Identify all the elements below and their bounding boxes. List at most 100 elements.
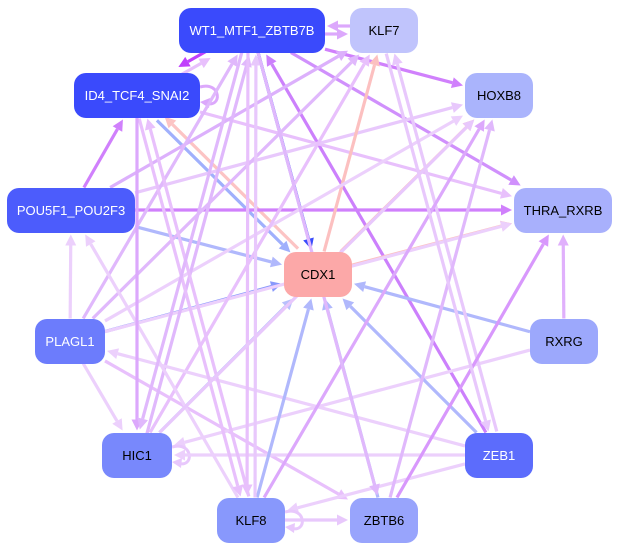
edge-KLF7-to-WT1_MTF1_ZBTB7B — [327, 20, 350, 32]
node-zeb1[interactable]: ZEB1 — [465, 432, 533, 478]
node-label: POU5F1_POU2F3 — [16, 202, 126, 218]
node-id4-tcf4-snai2[interactable]: ID4_TCF4_SNAI2 — [74, 72, 200, 118]
node-label: ID4_TCF4_SNAI2 — [84, 87, 190, 103]
arrowhead — [164, 116, 177, 129]
arrowhead — [369, 54, 380, 67]
arrowhead — [462, 119, 475, 132]
edge-ZBTB6-to-HOXB8 — [388, 119, 495, 498]
arrowhead — [144, 118, 156, 131]
edge-ID4_TCF4_SNAI2-to-HIC1 — [131, 117, 143, 431]
arrowhead — [178, 56, 191, 68]
arrowhead — [499, 221, 512, 232]
arrowhead — [112, 119, 123, 132]
edge-WT1_MTF1_ZBTB7B-to-KLF7 — [325, 28, 348, 40]
edge-WT1_MTF1_ZBTB7B-to-KLF8 — [241, 52, 253, 496]
arrowhead — [369, 483, 380, 496]
arrowhead — [65, 234, 77, 246]
arrowhead — [359, 54, 370, 67]
arrowhead — [107, 348, 120, 359]
arrowhead — [480, 419, 491, 432]
node-label: KLF7 — [368, 22, 400, 38]
arrowhead — [474, 119, 485, 132]
edge-ID4_TCF4_SNAI2-to-KLF8 — [137, 118, 244, 497]
node-label: WT1_MTF1_ZBTB7B — [189, 22, 315, 38]
node-label: ZBTB6 — [363, 512, 405, 528]
arrowhead — [508, 175, 521, 186]
node-label: THRA_RXRB — [523, 202, 603, 218]
arrowhead — [450, 115, 463, 126]
arrowhead — [501, 204, 512, 216]
node-plagl1[interactable]: PLAGL1 — [35, 318, 105, 364]
arrowhead — [278, 240, 291, 253]
edge-PLAGL1-to-HIC1 — [81, 362, 123, 431]
arrowhead — [337, 514, 348, 526]
node-cdx1[interactable]: CDX1 — [284, 251, 352, 297]
edge-WT1_MTF1_ZBTB7B-to-HIC1 — [137, 51, 244, 430]
arrowhead — [538, 234, 549, 247]
arrowhead — [112, 418, 123, 431]
node-wt1-mtf1-zbtb7b[interactable]: WT1_MTF1_ZBTB7B — [179, 7, 325, 53]
edge-KLF8-to-WT1_MTF1_ZBTB7B — [250, 54, 262, 498]
edge-POU5F1_POU2F3-to-ID4_TCF4_SNAI2 — [82, 119, 123, 189]
arrowhead — [484, 119, 495, 132]
edge-POU5F1_POU2F3-to-HOXB8 — [134, 102, 463, 195]
edge-KLF8-to-KLF8 — [284, 509, 304, 533]
node-rxrg[interactable]: RXRG — [530, 318, 598, 364]
edge-ZEB1-to-CDX1 — [342, 298, 478, 434]
edge-ZEB1-to-WT1_MTF1_ZBTB7B — [266, 54, 488, 434]
arrowhead — [342, 298, 355, 311]
node-label: ZEB1 — [482, 447, 516, 463]
arrowhead — [450, 77, 463, 89]
arrowhead — [241, 484, 253, 496]
arrowhead — [137, 417, 148, 430]
arrowhead — [174, 449, 185, 461]
node-hoxb8[interactable]: HOXB8 — [465, 72, 533, 118]
arrowhead — [303, 298, 314, 311]
arrowhead — [250, 54, 262, 66]
node-label: KLF8 — [235, 512, 267, 528]
node-label: PLAGL1 — [45, 333, 95, 349]
node-pou5f1-pou2f3[interactable]: POU5F1_POU2F3 — [7, 187, 135, 233]
arrowhead — [85, 234, 96, 247]
arrowhead — [347, 54, 360, 67]
arrowhead — [354, 281, 367, 293]
edge-RXRG-to-CDX1 — [354, 281, 531, 334]
edge-RXRG-to-THRA_RXRB — [557, 234, 569, 319]
arrowhead — [557, 234, 569, 246]
edge-WT1_MTF1_ZBTB7B-to-THRA_RXRB — [290, 51, 521, 186]
node-label: HIC1 — [122, 447, 152, 463]
node-label: HOXB8 — [476, 87, 522, 103]
edge-CDX1-to-ID4_TCF4_SNAI2 — [164, 116, 300, 250]
edge-KLF8-to-CDX1 — [255, 298, 314, 498]
node-label: RXRG — [545, 333, 583, 349]
node-zbtb6[interactable]: ZBTB6 — [350, 497, 418, 543]
arrowhead — [337, 28, 348, 40]
edge-ZBTB6-to-THRA_RXRB — [395, 234, 549, 499]
arrowhead — [198, 57, 211, 69]
edge-ZEB1-to-HIC1 — [174, 449, 465, 461]
arrowhead — [499, 188, 512, 199]
node-klf7[interactable]: KLF7 — [350, 7, 418, 53]
arrowhead — [392, 53, 403, 66]
arrowhead — [266, 54, 277, 67]
node-klf8[interactable]: KLF8 — [217, 497, 285, 543]
arrowhead — [327, 20, 338, 32]
edge-KLF7-to-ZEB1 — [384, 53, 491, 432]
edge-KLF8-to-ZBTB6 — [285, 514, 348, 526]
arrowhead — [335, 50, 348, 61]
edge-PLAGL1-to-HOXB8 — [104, 115, 463, 323]
edge-KLF8-to-HOXB8 — [262, 119, 485, 499]
arrowhead — [227, 54, 238, 67]
edge-ZEB1-to-KLF7 — [392, 53, 499, 432]
arrowhead — [450, 102, 463, 113]
edge-KLF8-to-POU5F1_POU2F3 — [85, 234, 240, 499]
arrowhead — [232, 484, 244, 497]
edge-KLF8-to-ID4_TCF4_SNAI2 — [144, 118, 251, 497]
edge-PLAGL1-to-POU5F1_POU2F3 — [65, 234, 77, 319]
edge-POU5F1_POU2F3-to-THRA_RXRB — [135, 204, 512, 216]
edge-ID4_TCF4_SNAI2-to-CDX1 — [155, 119, 291, 253]
edge-CDX1-to-KLF7 — [322, 54, 380, 252]
node-thra-rxrb[interactable]: THRA_RXRB — [514, 187, 612, 233]
node-label: CDX1 — [300, 266, 336, 282]
node-hic1[interactable]: HIC1 — [102, 432, 172, 478]
